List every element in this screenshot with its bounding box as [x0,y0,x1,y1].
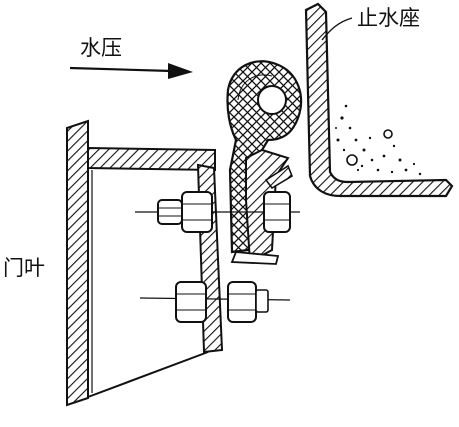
gate-leaf-bottom-edge [87,351,209,398]
gate-leaf-web-plate [66,119,89,407]
concrete-stipple [335,104,422,176]
seal-seat-label: 止水座 [357,6,420,30]
seal-bulb-hole [257,85,287,115]
seal-seat-angle [304,2,454,198]
gate-leaf-top-flange [87,146,216,172]
bolt-lower [139,281,291,323]
bolt-upper [135,191,300,233]
water-pressure-arrow [69,63,193,79]
seal-seat-leader [321,17,353,41]
water-pressure-label: 水压 [80,36,122,60]
gate-leaf-label: 门叶 [3,256,45,280]
